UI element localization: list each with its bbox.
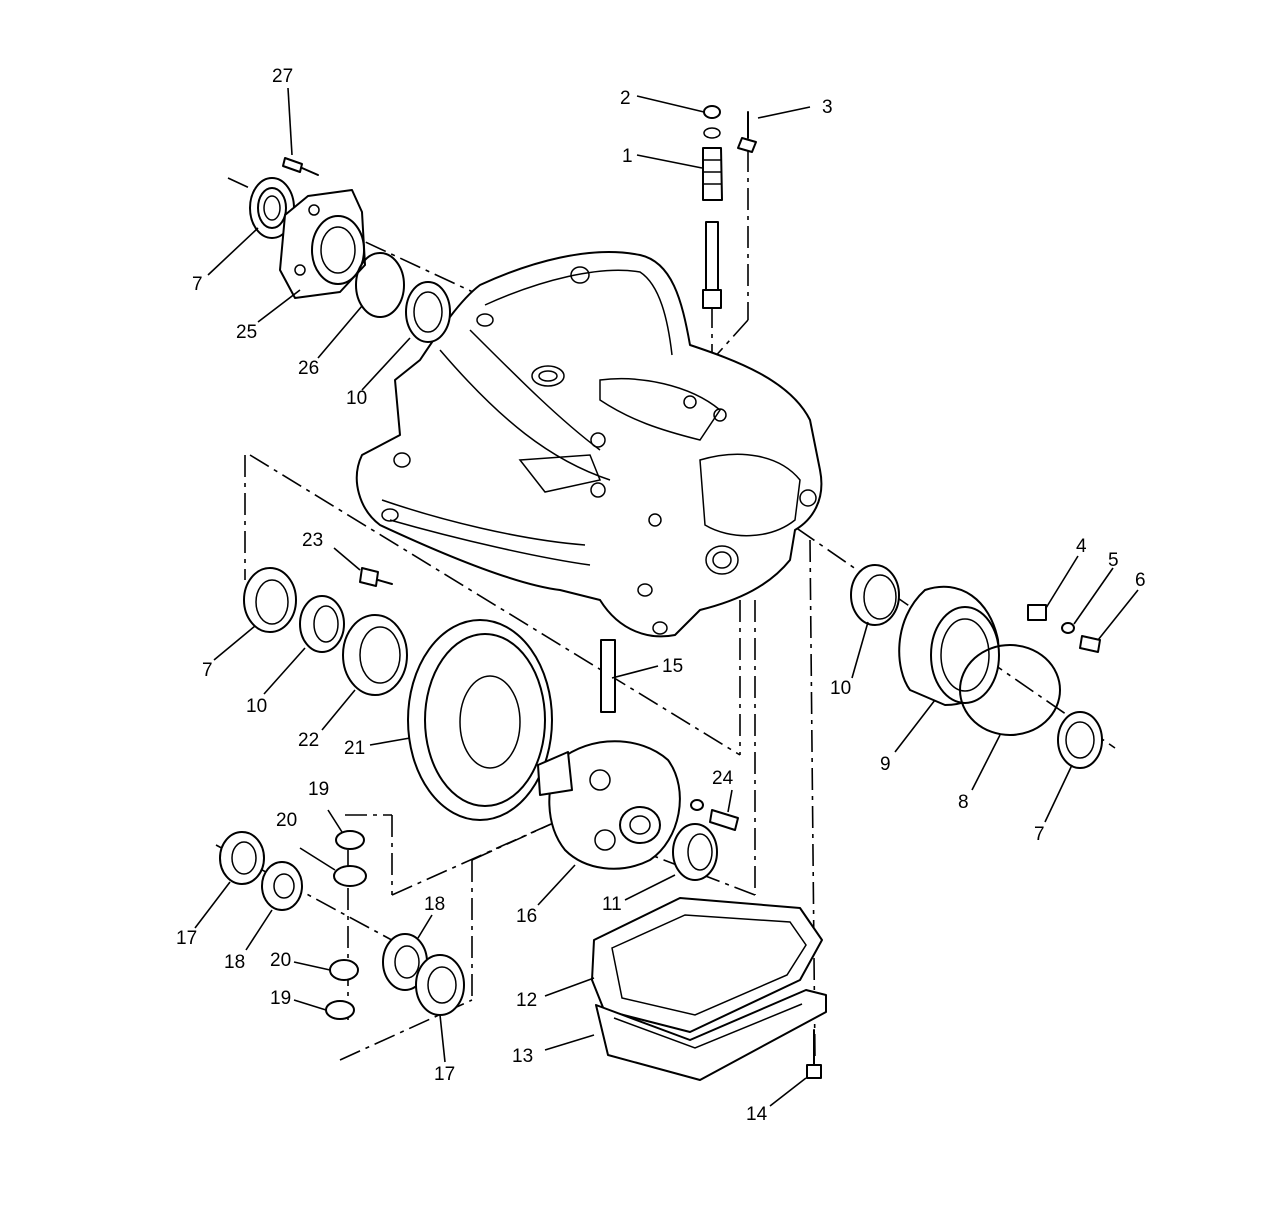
callout-18-left: 18 <box>224 952 245 973</box>
callout-7-top: 7 <box>192 274 203 295</box>
callout-14-right: 11 <box>602 894 622 915</box>
callout-23: 23 <box>302 530 323 551</box>
differential-left-parts <box>243 567 553 821</box>
oil-pan-parts <box>591 897 827 1081</box>
callout-1: 1 <box>622 146 633 167</box>
callout-6: 6 <box>1135 570 1146 591</box>
callout-13: 14 <box>746 1104 768 1125</box>
callout-14-left: 10 <box>246 696 267 717</box>
callout-26: 26 <box>298 358 319 379</box>
callout-19-top: 19 <box>308 779 329 800</box>
callout-21: 21 <box>344 738 365 759</box>
callout-7-right: 7 <box>1034 824 1045 845</box>
callout-labels: 27 2 3 1 7 25 26 10 4 5 6 23 7 10 22 21 … <box>176 66 1146 1125</box>
callout-3: 3 <box>822 97 833 118</box>
callout-11: 12 <box>516 990 537 1011</box>
right-side-parts <box>850 564 1103 769</box>
callout-17-bottom: 17 <box>434 1064 455 1085</box>
callout-25: 25 <box>236 322 257 343</box>
callout-20-bottom: 20 <box>270 950 291 971</box>
callout-16: 16 <box>516 906 537 927</box>
callout-20-top: 20 <box>276 810 297 831</box>
callout-12: 13 <box>512 1046 533 1067</box>
callout-9: 9 <box>880 754 891 775</box>
callout-19-bottom: 19 <box>270 988 291 1009</box>
callout-17-left: 17 <box>176 928 197 949</box>
callout-10-top: 10 <box>346 388 367 409</box>
callout-8: 8 <box>958 792 969 813</box>
top-shaft-parts <box>702 105 757 309</box>
leader-lines <box>194 87 1139 1107</box>
callout-24: 24 <box>712 768 734 789</box>
callout-27: 27 <box>272 66 293 87</box>
callout-10-right: 10 <box>830 678 851 699</box>
callout-22: 22 <box>298 730 319 751</box>
callout-4: 4 <box>1076 536 1087 557</box>
differential-case-parts <box>537 639 739 881</box>
upper-left-parts <box>249 157 451 343</box>
callout-7-left: 7 <box>202 660 213 681</box>
callout-15: 15 <box>662 656 683 677</box>
transaxle-case <box>355 251 823 638</box>
callout-5: 5 <box>1108 550 1119 571</box>
callout-2: 2 <box>620 88 631 109</box>
side-gear-parts <box>219 830 465 1020</box>
callout-18-right: 18 <box>424 894 445 915</box>
